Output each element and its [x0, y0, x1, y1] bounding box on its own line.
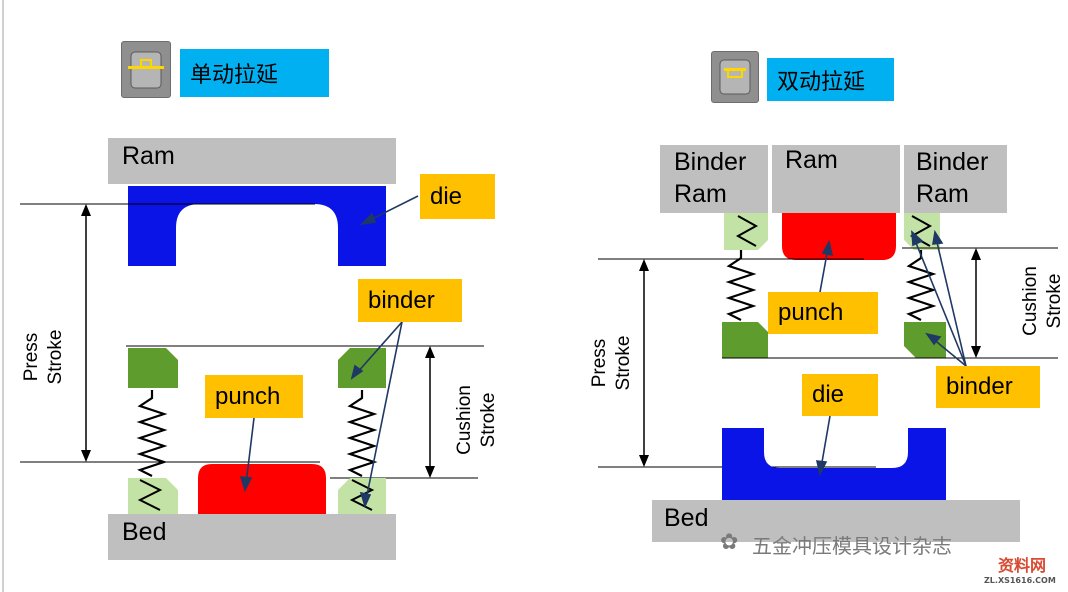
- single-action-panel: 单动拉延 Ram Bed die binder punch Press Stro…: [2, 0, 499, 592]
- press-double-icon: [719, 59, 751, 95]
- double-action-title: 双动拉延: [767, 58, 894, 101]
- single-action-diagram: [2, 0, 484, 592]
- binder-callout: binder: [936, 366, 1040, 408]
- bed-label: Bed: [664, 504, 709, 532]
- double-action-diagram: [598, 145, 1058, 542]
- lower-die: [722, 428, 946, 500]
- binder-ram-right-plate: [904, 145, 1007, 213]
- spring-left: [725, 250, 757, 321]
- watermark-text: 五金冲压模具设计杂志: [752, 534, 952, 558]
- die-callout: die: [802, 374, 878, 416]
- wechat-icon: ✿: [720, 530, 739, 555]
- bed-label: Bed: [122, 518, 167, 546]
- ram-plate: [772, 145, 900, 213]
- single-action-title: 单动拉延: [180, 49, 329, 97]
- press-stroke-label: Press Stroke: [21, 329, 66, 385]
- ram-label: Ram: [785, 146, 838, 174]
- double-action-panel: 双动拉延 Binder Ram Ram Binder Ram Bed punch…: [534, 0, 1068, 592]
- single-action-icon[interactable]: [121, 41, 171, 98]
- die-callout: die: [420, 174, 495, 219]
- ram-label: Ram: [122, 142, 175, 170]
- binder-right: [904, 322, 946, 358]
- cushion-pin-left: [128, 478, 178, 514]
- punch: [782, 213, 896, 260]
- bed-plate: [652, 500, 1020, 542]
- binder-left: [722, 322, 768, 358]
- press-icon: [128, 51, 164, 89]
- ram-plate: [108, 138, 396, 184]
- punch: [198, 464, 326, 514]
- cushion-stroke-label: Cushion Stroke: [1020, 266, 1065, 336]
- punch-callout: punch: [205, 375, 303, 418]
- binder-left: [128, 348, 178, 388]
- press-stroke-label: Press Stroke: [589, 335, 634, 391]
- spring-right: [346, 390, 378, 477]
- watermark-logo-url: ZL.XS1616.COM: [984, 576, 1056, 585]
- bed-plate: [108, 514, 396, 560]
- double-action-icon[interactable]: [711, 51, 759, 103]
- watermark-logo-text: 资料网: [998, 556, 1047, 575]
- binder-ram-right-label: Binder Ram: [916, 148, 989, 208]
- spring-left: [136, 390, 168, 477]
- cushion-stroke-label: Cushion Stroke: [454, 385, 499, 455]
- spring-right: [905, 250, 937, 321]
- upper-die: [128, 186, 386, 266]
- binder-ram-left-label: Binder Ram: [674, 148, 747, 208]
- punch-callout: punch: [768, 292, 878, 334]
- binder-callout: binder: [358, 279, 462, 322]
- binder-ram-left-plate: [660, 145, 768, 213]
